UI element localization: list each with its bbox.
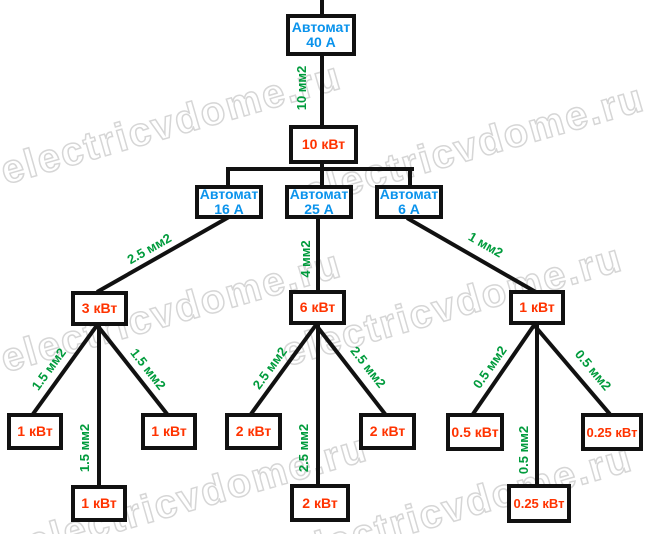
wire-label-g1-center: 1.5 мм2 — [77, 423, 92, 473]
g1-left-load-label: 1 кВт — [17, 423, 53, 439]
breaker-6a-name: Автомат — [379, 186, 439, 202]
wire-line-g3-center — [535, 324, 539, 486]
g1-left-load-box: 1 кВт — [7, 413, 63, 450]
breaker-16a-name: Автомат — [199, 186, 259, 202]
bus-drop-left — [226, 167, 230, 187]
wire-label-g2-left: 2.5 мм2 — [249, 344, 291, 393]
wire-line-group2-feed — [316, 217, 320, 292]
wire-line-g2-center — [316, 324, 320, 486]
wire-line-group1-feed — [96, 215, 231, 294]
bus-drop-right — [408, 167, 412, 187]
main-breaker-box: Автомат 40 А — [286, 14, 356, 56]
bus-line — [226, 167, 414, 171]
wire-line-g1-center — [97, 324, 101, 487]
breaker-16a-box: Автомат 16 А — [195, 185, 263, 219]
g3-left-load-box: 0.5 кВт — [446, 413, 504, 451]
breaker-16a-rating: 16 А — [214, 201, 244, 217]
g2-right-load-box: 2 кВт — [359, 413, 416, 450]
g3-right-load-label: 0.25 кВт — [586, 424, 638, 440]
group1-load-box: 3 кВт — [71, 291, 128, 326]
group2-load-box: 6 кВт — [289, 290, 346, 325]
g2-left-load-box: 2 кВт — [225, 413, 282, 450]
g1-right-load-label: 1 кВт — [151, 423, 187, 439]
wire-line-supply — [320, 0, 324, 16]
group2-load-label: 6 кВт — [299, 299, 336, 315]
g2-left-load-label: 2 кВт — [235, 423, 272, 439]
wire-label-group2-feed: 4 мм2 — [298, 240, 313, 278]
breaker-25a-box: Автомат 25 А — [285, 185, 353, 219]
group3-load-label: 1 кВт — [519, 299, 555, 315]
g1-center-load-box: 1 кВт — [71, 485, 127, 522]
g3-center-load-label: 0.25 кВт — [513, 496, 565, 511]
g1-center-load-label: 1 кВт — [81, 495, 117, 511]
breaker-6a-box: Автомат 6 А — [375, 185, 443, 219]
wire-label-g3-center: 0.5 мм2 — [516, 425, 531, 475]
breaker-6a-rating: 6 А — [398, 201, 420, 217]
wire-label-g3-left: 0.5 мм2 — [469, 343, 510, 392]
main-breaker-rating: 40 А — [306, 34, 336, 50]
total-load-box: 10 кВт — [289, 125, 358, 164]
g3-right-load-box: 0.25 кВт — [581, 413, 643, 451]
g3-left-load-label: 0.5 кВт — [451, 423, 499, 440]
group3-load-box: 1 кВт — [509, 290, 565, 325]
wire-label-main: 10 мм2 — [294, 65, 309, 111]
wire-label-g1-right: 1.5 мм2 — [127, 345, 169, 393]
main-breaker-name: Автомат — [291, 19, 351, 35]
total-load-label: 10 кВт — [301, 136, 346, 152]
wire-line-main-to-bus — [320, 162, 324, 189]
breaker-25a-name: Автомат — [289, 186, 349, 202]
g2-center-load-label: 2 кВт — [302, 494, 338, 511]
g1-right-load-box: 1 кВт — [141, 413, 197, 450]
g3-center-load-box: 0.25 кВт — [507, 484, 571, 523]
breaker-25a-rating: 25 А — [304, 201, 334, 217]
g2-right-load-label: 2 кВт — [369, 423, 406, 439]
g2-center-load-box: 2 кВт — [290, 484, 350, 522]
wire-label-g2-center: 2.5 мм2 — [296, 423, 311, 473]
group1-load-label: 3 кВт — [81, 300, 118, 316]
wire-line-main — [320, 54, 324, 127]
